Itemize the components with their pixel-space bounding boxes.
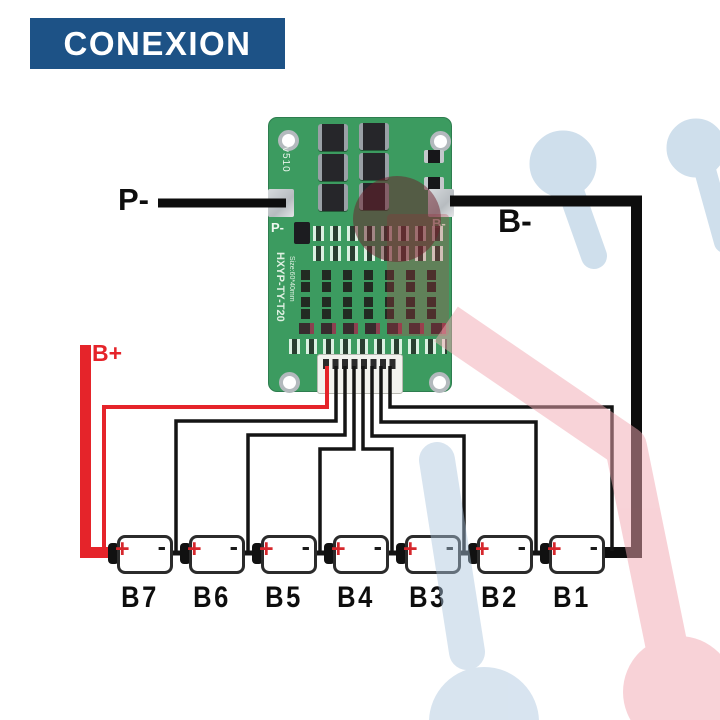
title-banner: CONEXION — [30, 18, 285, 69]
plus-sign: + — [331, 535, 346, 563]
balance-wire — [379, 366, 538, 551]
minus-sign: - — [517, 533, 526, 561]
b-minus-label: B- — [498, 203, 532, 239]
battery-terminal — [252, 543, 263, 564]
battery-cell-b3: + - — [396, 533, 461, 575]
battery-cell-b2: + - — [468, 533, 533, 575]
balance-wire — [361, 366, 394, 551]
battery-body — [117, 535, 173, 574]
plus-sign: + — [403, 535, 418, 563]
battery-label: B4 — [337, 581, 375, 614]
balance-wire — [318, 366, 356, 551]
plus-sign: + — [115, 535, 130, 563]
battery-body — [189, 535, 245, 574]
plus-sign: + — [187, 535, 202, 563]
battery-label: B5 — [265, 581, 303, 614]
battery-label: B3 — [409, 581, 447, 614]
b-minus-wire — [450, 195, 642, 558]
mounting-hole — [278, 130, 299, 151]
battery-label: B6 — [193, 581, 231, 614]
smd-row — [289, 339, 447, 354]
minus-sign: - — [589, 533, 598, 561]
mosfet — [318, 124, 348, 151]
transistor-row — [301, 270, 447, 280]
balance-wire — [370, 366, 466, 551]
battery-terminal — [324, 543, 335, 564]
battery-cell-b1: + - — [540, 533, 605, 575]
battery-body — [333, 535, 389, 574]
battery-label: B7 — [121, 581, 159, 614]
resistor-row — [299, 323, 447, 334]
plus-sign: + — [259, 535, 274, 563]
minus-sign: - — [445, 533, 454, 561]
transistor-row — [301, 309, 447, 319]
smd-capacitor — [424, 150, 444, 163]
molecule-pin-icon — [666, 118, 720, 252]
minus-sign: - — [301, 533, 310, 561]
battery-cell-b6: + - — [180, 533, 245, 575]
p-minus-label: P- — [118, 182, 149, 217]
transistor-row — [301, 297, 447, 307]
battery-terminal — [180, 543, 191, 564]
connector-pin-slots — [323, 359, 397, 369]
mosfet — [318, 184, 348, 211]
plus-sign: + — [547, 535, 562, 563]
minus-sign: - — [157, 533, 166, 561]
smd-chip — [294, 222, 310, 244]
battery-cell-b4: + - — [324, 533, 389, 575]
b-plus-label: B+ — [92, 340, 123, 366]
b-plus-wire — [80, 345, 114, 558]
minus-sign: - — [373, 533, 382, 561]
red-watermark-blob — [353, 176, 441, 262]
bms-board: v510 P- B- HXYP-TY-T20 Size:60*40mm — [268, 117, 454, 394]
balance-wire — [388, 366, 614, 551]
title-banner-label: CONEXION — [63, 24, 252, 62]
plus-sign: + — [475, 535, 490, 563]
battery-label: B2 — [481, 581, 519, 614]
mounting-hole — [279, 372, 300, 393]
battery-cell-b7: + - — [108, 533, 173, 575]
silkscreen-p-minus: P- — [271, 220, 284, 235]
battery-body — [261, 535, 317, 574]
molecule-pin-icon — [529, 130, 607, 269]
battery-terminal — [108, 543, 119, 564]
mosfet — [318, 154, 348, 181]
battery-cell-b5: + - — [252, 533, 317, 575]
balance-wire — [174, 366, 338, 551]
smd-capacitor — [424, 177, 444, 190]
balance-wire — [246, 366, 347, 551]
transistor-row — [301, 282, 447, 292]
battery-terminal — [396, 543, 407, 564]
mosfet — [359, 123, 389, 150]
minus-sign: - — [229, 533, 238, 561]
mosfet — [359, 153, 389, 180]
battery-label: B1 — [553, 581, 591, 614]
balance-wire-red — [102, 366, 329, 552]
